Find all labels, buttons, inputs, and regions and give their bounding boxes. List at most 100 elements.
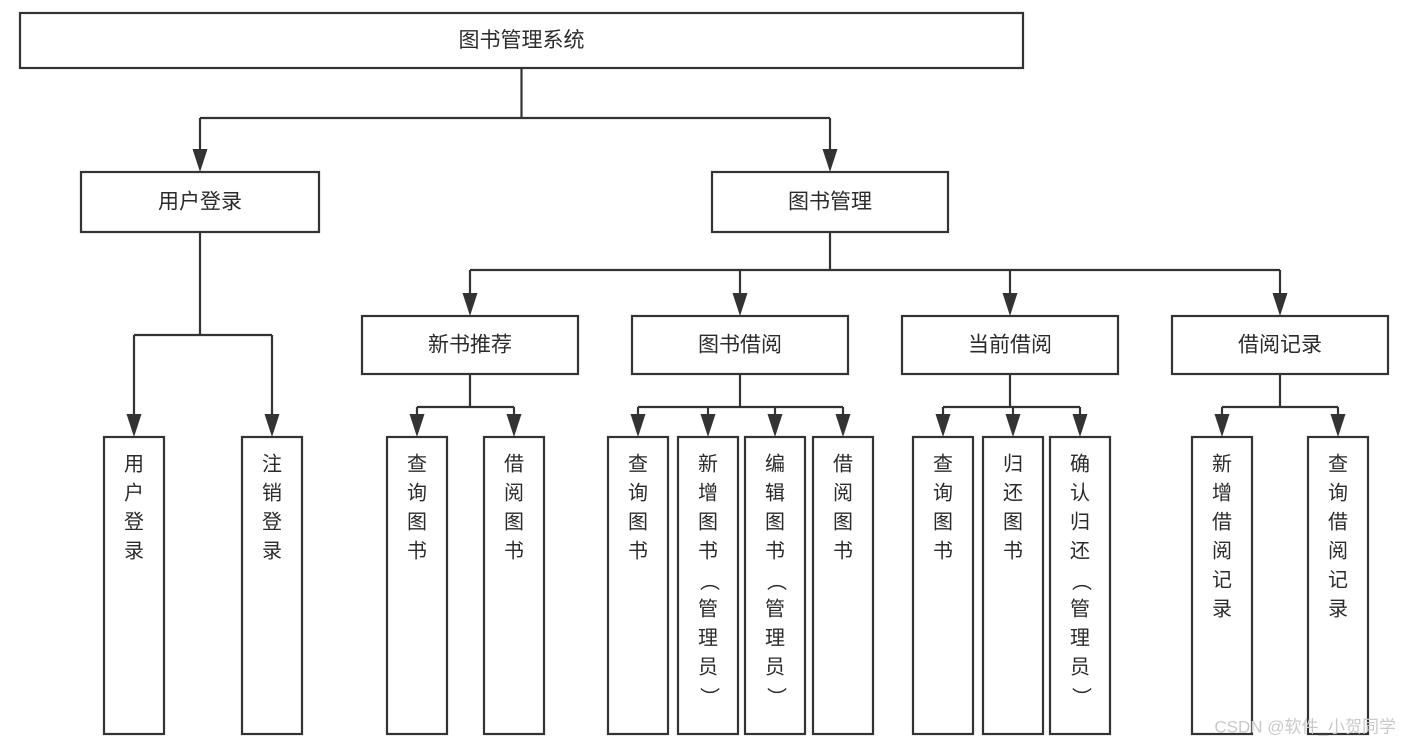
leaf-node-3-char-1: 询 <box>407 481 427 504</box>
leaf-node-12-char-3: 阅 <box>1212 539 1232 562</box>
leaf-node-8-box[interactable] <box>811 435 875 736</box>
leaf-node-2-box[interactable] <box>240 435 304 736</box>
arrow-record-icon <box>1272 293 1288 316</box>
leaf-node-7-char-1: 辑 <box>765 481 785 504</box>
arrow-head-layer <box>126 149 1346 437</box>
leaf-node-1-char-3: 录 <box>124 540 144 562</box>
leaf-node-13-char-1: 询 <box>1328 481 1348 504</box>
leaf-node-5-char-3: 书 <box>628 539 648 562</box>
level2-node-2[interactable]: 图书管理 <box>710 170 950 234</box>
leaf-node-1[interactable]: 用户登录 <box>102 435 166 736</box>
leaf-node-11-char-1: 认 <box>1070 481 1090 504</box>
leaf-node-2-char-2: 登 <box>262 510 282 533</box>
level2-node-2-box[interactable] <box>710 170 950 234</box>
leaf-node-8-char-1: 阅 <box>833 481 853 504</box>
level3-node-3[interactable]: 当前借阅 <box>900 314 1120 376</box>
arrow-leaf-9-icon <box>935 414 951 437</box>
leaf-node-7-char-8: ） <box>765 687 788 707</box>
level3-node-1-label: 新书推荐 <box>428 334 512 357</box>
leaf-node-6-char-5: 管 <box>698 597 718 620</box>
leaf-node-1-char-0: 用 <box>124 453 144 475</box>
level3-node-4[interactable]: 借阅记录 <box>1170 314 1390 376</box>
leaf-node-3-char-0: 查 <box>407 452 427 475</box>
level3-node-4-label: 借阅记录 <box>1238 334 1322 357</box>
level3-node-2-box[interactable] <box>630 314 850 376</box>
level2-node-1[interactable]: 用户登录 <box>79 170 321 234</box>
leaf-node-13-char-0: 查 <box>1328 452 1348 475</box>
level3-node-2[interactable]: 图书借阅 <box>630 314 850 376</box>
leaf-node-5-box[interactable] <box>606 435 670 736</box>
leaf-node-9-box[interactable] <box>911 435 975 736</box>
leaf-node-7-char-0: 编 <box>765 452 785 475</box>
node-layer: 图书管理系统用户登录图书管理新书推荐图书借阅当前借阅借阅记录用户登录注销登录查询… <box>18 11 1390 736</box>
root-node-book-management-system[interactable]: 图书管理系统 <box>18 11 1025 70</box>
leaf-node-9-char-1: 询 <box>933 481 953 504</box>
leaf-node-6-char-7: 员 <box>698 656 718 678</box>
leaf-node-7-char-6: 理 <box>765 627 785 649</box>
leaf-node-5-char-0: 查 <box>628 452 648 475</box>
leaf-node-1-char-2: 登 <box>124 510 144 533</box>
leaf-node-12-box[interactable] <box>1190 435 1254 736</box>
arrow-leaf-3-icon <box>409 414 425 437</box>
leaf-node-9-char-0: 查 <box>933 452 953 475</box>
leaf-node-11-box[interactable] <box>1048 435 1112 736</box>
arrow-leaf-10-icon <box>1005 414 1021 437</box>
level3-node-2-label: 图书借阅 <box>698 334 782 357</box>
leaf-node-6-char-8: ） <box>698 687 721 707</box>
leaf-node-11-char-3: 还 <box>1070 539 1090 562</box>
leaf-node-6-char-0: 新 <box>698 452 718 475</box>
leaf-node-4-box[interactable] <box>482 435 546 736</box>
level2-node-1-box[interactable] <box>79 170 321 234</box>
leaf-node-6-box[interactable] <box>676 435 740 736</box>
arrow-borrow-icon <box>732 293 748 316</box>
leaf-node-9-char-3: 书 <box>933 539 953 562</box>
leaf-node-7-char-4: （ <box>765 571 788 591</box>
leaf-node-8-char-2: 图 <box>833 511 853 533</box>
leaf-node-13-box[interactable] <box>1306 435 1370 736</box>
level3-node-3-box[interactable] <box>900 314 1120 376</box>
arrow-leaf-7-icon <box>767 414 783 437</box>
arrow-leaf-6-icon <box>700 414 716 437</box>
leaf-node-11-char-2: 归 <box>1070 510 1090 533</box>
level3-node-1-box[interactable] <box>360 314 580 376</box>
root-node-book-management-system-box[interactable] <box>18 11 1025 70</box>
leaf-node-13-char-3: 阅 <box>1328 539 1348 562</box>
leaf-node-12-char-5: 录 <box>1212 598 1232 620</box>
level3-node-4-box[interactable] <box>1170 314 1390 376</box>
leaf-node-1-char-1: 户 <box>124 481 144 504</box>
leaf-node-1-box[interactable] <box>102 435 166 736</box>
leaf-node-6-char-2: 图 <box>698 511 718 533</box>
level3-node-1[interactable]: 新书推荐 <box>360 314 580 376</box>
leaf-node-5-char-2: 图 <box>628 511 648 533</box>
leaf-node-10-char-0: 归 <box>1003 452 1023 475</box>
leaf-node-10-char-2: 图 <box>1003 511 1023 533</box>
leaf-node-12-char-2: 借 <box>1212 510 1232 533</box>
leaf-node-10-char-1: 还 <box>1003 481 1023 504</box>
level2-node-2-label: 图书管理 <box>788 191 872 214</box>
leaf-node-6-char-3: 书 <box>698 539 718 562</box>
leaf-node-3-box[interactable] <box>385 435 449 736</box>
leaf-node-7-box[interactable] <box>743 435 807 736</box>
leaf-node-8-char-3: 书 <box>833 539 853 562</box>
arrow-new-book-icon <box>462 293 478 316</box>
leaf-node-3-char-2: 图 <box>407 511 427 533</box>
leaf-node-7-char-7: 员 <box>765 656 785 678</box>
leaf-node-4-char-2: 图 <box>504 511 524 533</box>
leaf-node-2-char-0: 注 <box>262 452 282 475</box>
leaf-node-13-char-5: 录 <box>1328 598 1348 620</box>
leaf-node-4-char-3: 书 <box>504 539 524 562</box>
leaf-node-8-char-0: 借 <box>833 452 853 475</box>
leaf-node-10-box[interactable] <box>981 435 1045 736</box>
